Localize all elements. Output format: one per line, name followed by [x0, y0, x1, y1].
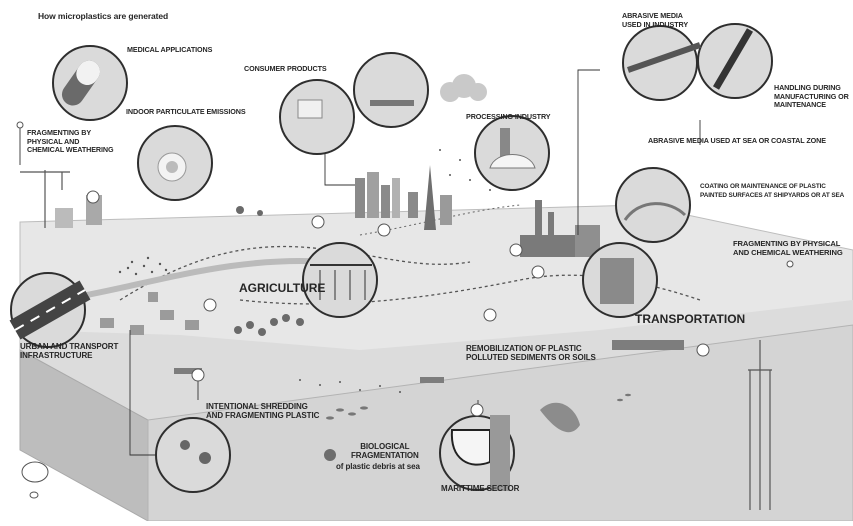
label-handling: HANDLING DURING MANUFACTURING OR MAINTEN… — [774, 83, 849, 109]
label-medical-applications: MEDICAL APPLICATIONS — [127, 45, 213, 54]
city-skyline — [55, 165, 452, 230]
crane — [20, 170, 70, 228]
abrasive-circle-1 — [622, 25, 698, 101]
fish-school — [326, 393, 631, 420]
road — [59, 257, 331, 303]
octopus — [324, 449, 336, 461]
circle-details — [9, 28, 754, 491]
label-abrasive-industry: ABRASIVE MEDIA USED IN INDUSTRY — [622, 11, 689, 29]
label-remobilization: REMOBILIZATION OF PLASTIC POLLUTED SEDIM… — [466, 344, 596, 362]
small-bubbles — [16, 121, 794, 499]
trees — [234, 206, 304, 336]
label-abrasive-sea: ABRASIVE MEDIA USED AT SEA OR COASTAL ZO… — [648, 136, 826, 145]
consumer-circle-2 — [353, 52, 429, 128]
shredding-circle — [155, 417, 231, 493]
ships — [174, 340, 684, 383]
processing-circle — [474, 115, 550, 191]
whale — [540, 402, 580, 433]
label-transportation: TRANSPORTATION — [635, 312, 746, 326]
dotted-flow-2 — [239, 274, 701, 305]
diagram-title: How microplastics are generated — [38, 11, 169, 21]
label-shredding: INTENTIONAL SHREDDING AND FRAGMENTING PL… — [206, 402, 320, 420]
label-consumer-products: CONSUMER PRODUCTS — [244, 64, 327, 73]
factory — [520, 200, 600, 257]
label-processing-industry: PROCESSING INDUSTRY — [466, 112, 551, 121]
agriculture-circle — [302, 242, 378, 318]
label-indoor-emissions: INDOOR PARTICULATE EMISSIONS — [126, 107, 246, 116]
label-maritime: MARITTIME SECTOR — [441, 484, 520, 493]
leader-lines — [19, 69, 701, 456]
label-urban: URBAN AND TRANSPORT INFRASTRUCTURE — [20, 342, 119, 360]
houses — [100, 292, 199, 335]
label-fragmenting-right: FRAGMENTING BY PHYSICAL AND CHEMICAL WEA… — [733, 239, 843, 257]
label-coating: COATING OR MAINTENANCE OF PLASTIC PAINTE… — [700, 183, 845, 199]
oil-rig — [748, 340, 772, 510]
label-biological: BIOLOGICAL FRAGMENTATION — [351, 442, 419, 460]
label-fragmenting-left: FRAGMENTING BY PHYSICAL AND CHEMICAL WEA… — [27, 128, 114, 154]
rain-cloud — [440, 74, 487, 102]
label-agriculture: AGRICULTURE — [239, 281, 326, 295]
sea-surface — [20, 300, 853, 420]
label-biological-sub: of plastic debris at sea — [336, 462, 420, 471]
